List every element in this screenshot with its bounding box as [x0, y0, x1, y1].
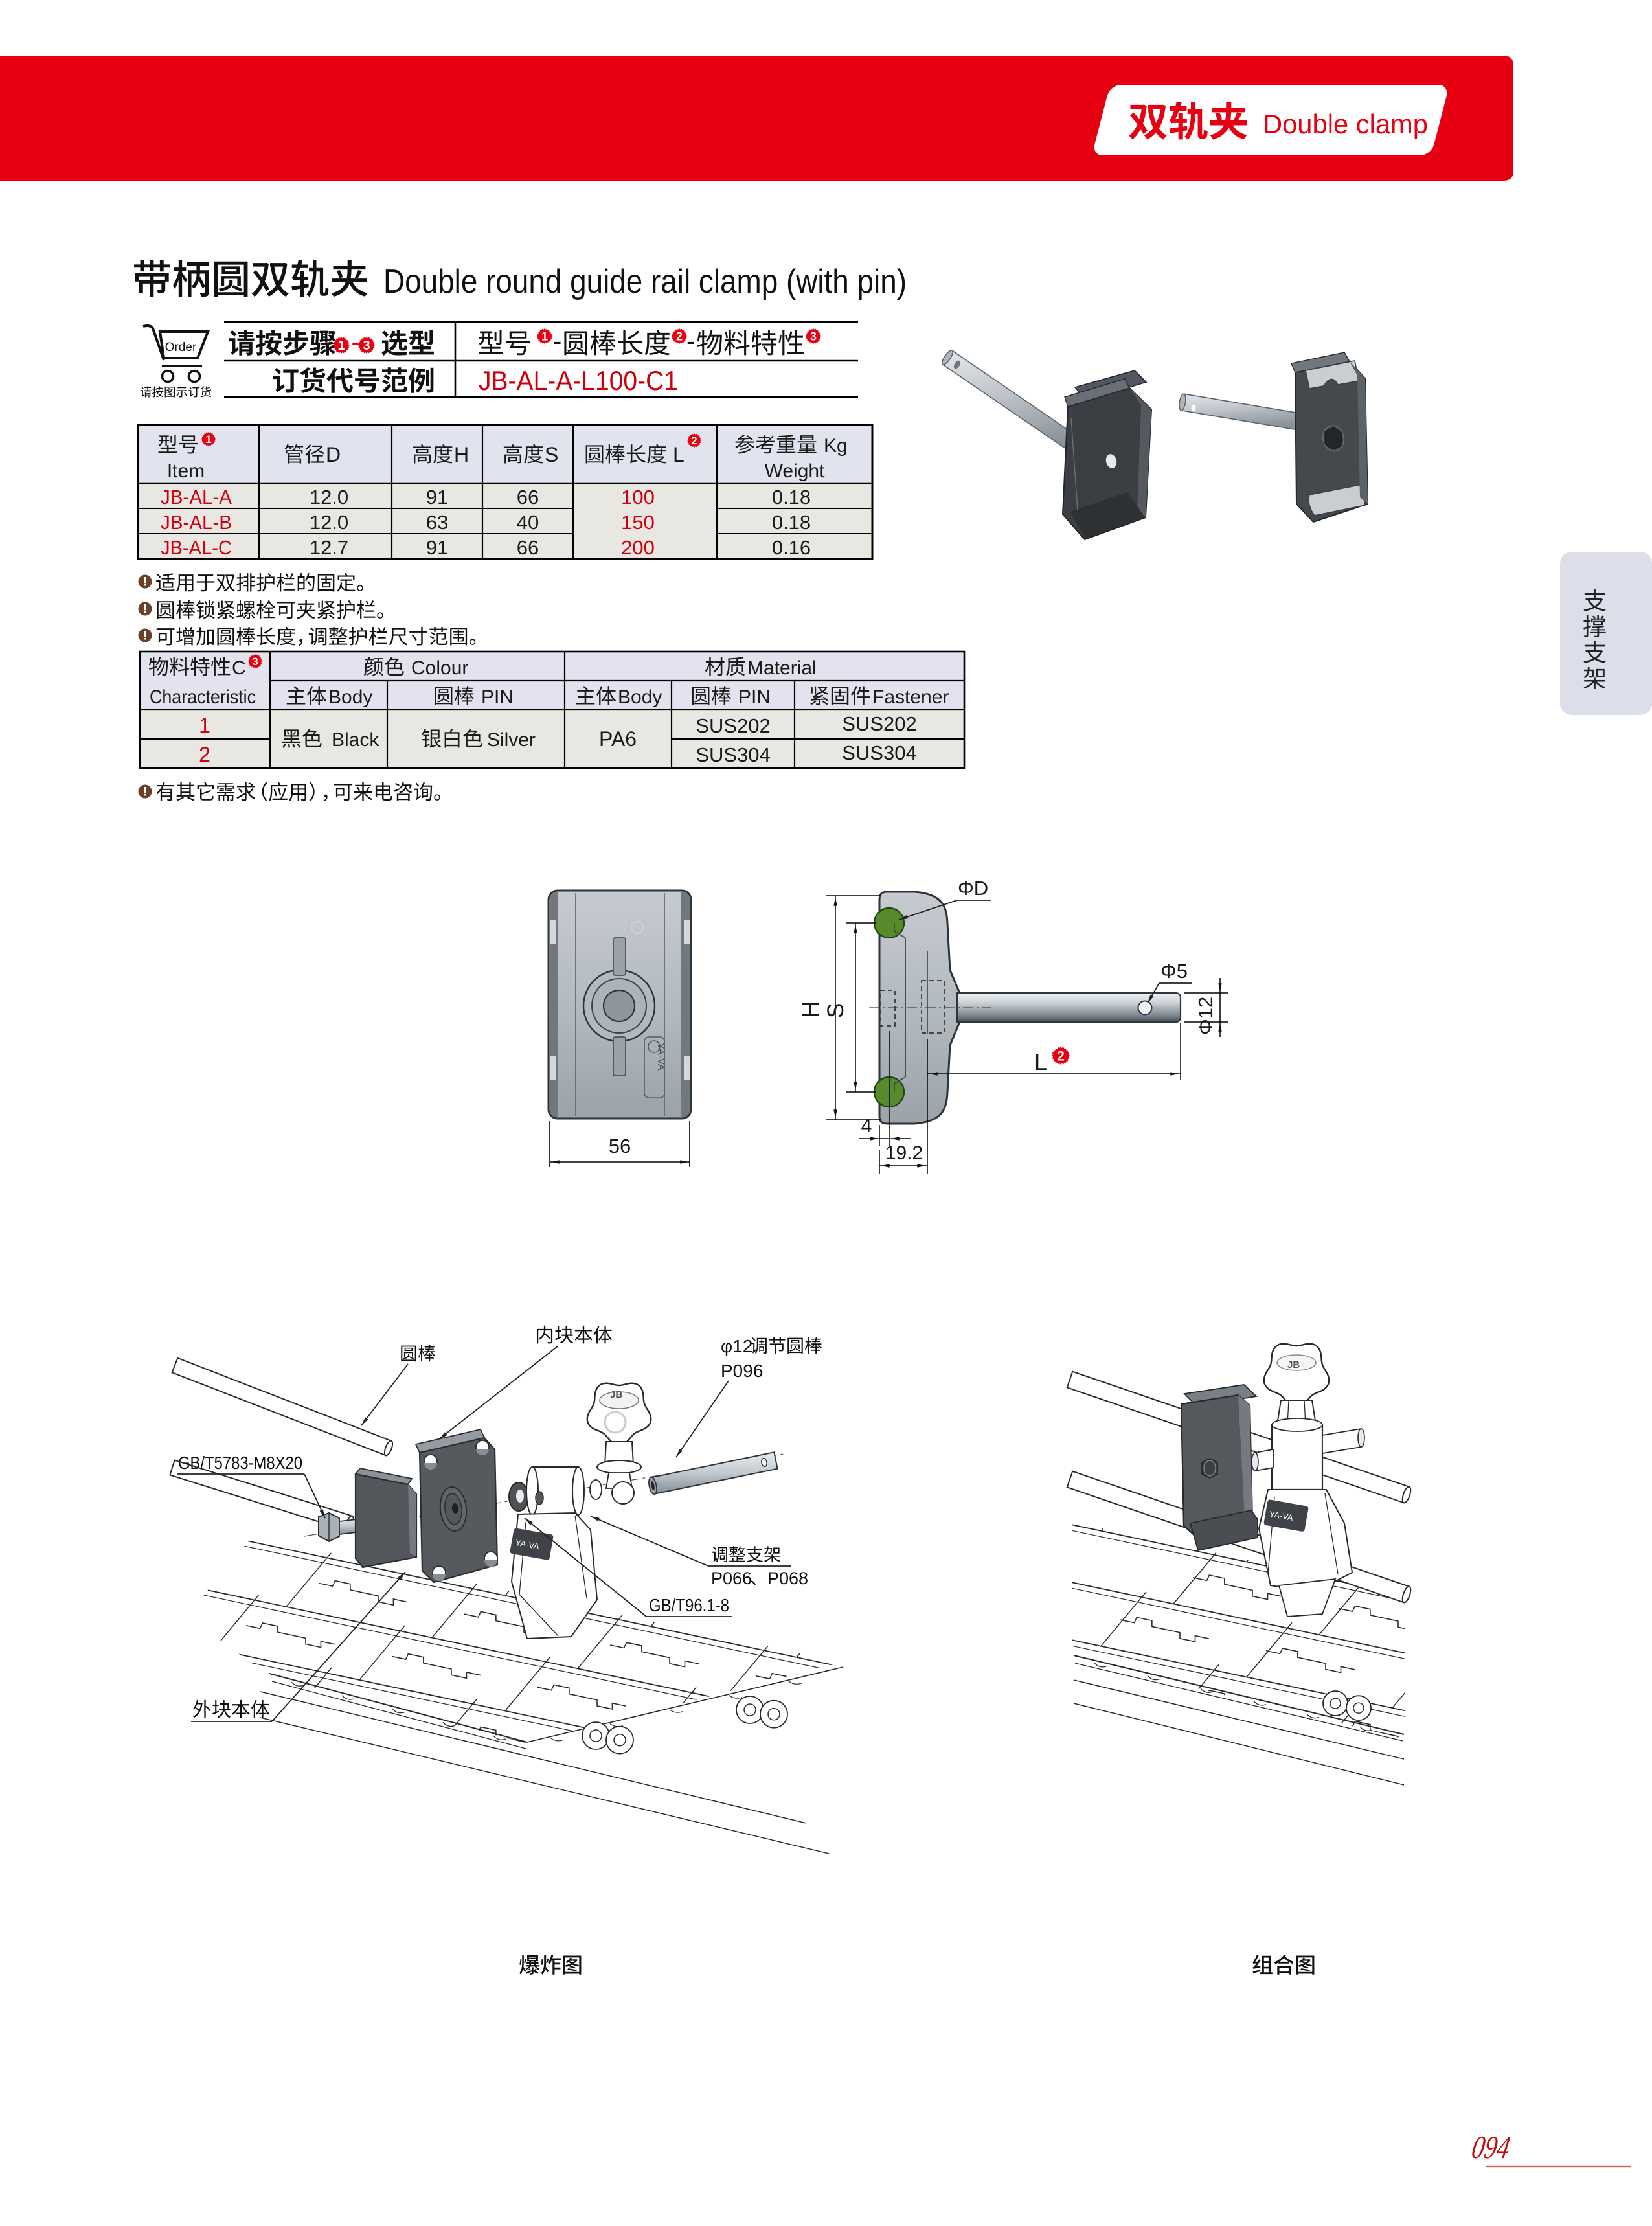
svg-text:GB/T5783-M8X20: GB/T5783-M8X20 [178, 1453, 302, 1473]
svg-text:P068: P068 [767, 1569, 808, 1588]
svg-text:ΦD: ΦD [958, 877, 988, 900]
svg-text:3: 3 [810, 330, 817, 343]
svg-text:JB-AL-C: JB-AL-C [161, 536, 232, 559]
svg-text:SUS202: SUS202 [842, 712, 916, 735]
svg-text:JB: JB [610, 1389, 622, 1400]
svg-text:0.16: 0.16 [772, 536, 811, 559]
svg-text:12.0: 12.0 [310, 486, 348, 508]
svg-text:Black: Black [332, 729, 379, 751]
svg-text:Material: Material [747, 657, 817, 679]
svg-text:3: 3 [363, 339, 370, 353]
svg-text:1: 1 [541, 330, 548, 343]
svg-text:GB/T96.1-8: GB/T96.1-8 [649, 1595, 729, 1615]
svg-text:PA6: PA6 [599, 727, 637, 751]
svg-text:Order: Order [165, 341, 197, 354]
svg-text:Body: Body [328, 687, 372, 708]
svg-text:P066: P066 [711, 1569, 752, 1588]
svg-text:19.2: 19.2 [885, 1142, 923, 1164]
svg-text:1: 1 [337, 339, 345, 353]
svg-text:150: 150 [621, 511, 655, 534]
svg-text:0.18: 0.18 [772, 486, 811, 508]
svg-text:JB-AL-B: JB-AL-B [161, 511, 232, 534]
svg-text:S: S [545, 443, 558, 466]
svg-text:H: H [454, 443, 469, 466]
svg-text:!: ! [143, 603, 147, 617]
svg-text:200: 200 [621, 536, 655, 559]
svg-text:YA-VA: YA-VA [515, 1538, 540, 1551]
svg-text:SUS304: SUS304 [842, 742, 916, 764]
svg-text:PIN: PIN [738, 687, 771, 708]
svg-text:2: 2 [1057, 1049, 1065, 1064]
svg-text:40: 40 [517, 511, 539, 534]
svg-text:Silver: Silver [487, 729, 536, 751]
svg-text:Kg: Kg [824, 435, 848, 457]
svg-text:PIN: PIN [481, 687, 514, 708]
svg-text:91: 91 [426, 486, 448, 508]
svg-text:Φ12: Φ12 [1194, 997, 1217, 1035]
svg-text:0.18: 0.18 [772, 511, 811, 534]
svg-text:D: D [326, 443, 341, 466]
svg-text:63: 63 [426, 511, 448, 534]
svg-text:SUS304: SUS304 [696, 744, 770, 766]
svg-text:66: 66 [517, 486, 539, 508]
svg-text:2: 2 [676, 330, 683, 343]
svg-text:YA-VA: YA-VA [1269, 1509, 1294, 1523]
svg-text:YA-VA: YA-VA [655, 1043, 666, 1071]
svg-text:Double clamp: Double clamp [1263, 109, 1428, 139]
svg-text:Φ5: Φ5 [1160, 960, 1188, 982]
svg-text:1: 1 [205, 433, 211, 446]
svg-text:P096: P096 [721, 1361, 763, 1381]
svg-text:2: 2 [691, 435, 697, 447]
svg-text:φ12: φ12 [721, 1336, 752, 1356]
svg-text:Characteristic: Characteristic [150, 687, 256, 708]
svg-text:-: - [686, 327, 695, 356]
svg-text:56: 56 [609, 1135, 631, 1157]
svg-text:SUS202: SUS202 [696, 714, 770, 737]
svg-text:!: ! [143, 786, 147, 799]
svg-text:2: 2 [199, 743, 210, 766]
svg-text:!: ! [143, 630, 147, 643]
svg-text:1: 1 [199, 714, 210, 737]
svg-text:Fastener: Fastener [872, 687, 949, 708]
svg-text:66: 66 [517, 536, 539, 559]
svg-text:-: - [553, 327, 561, 356]
svg-text:Item: Item [167, 460, 205, 482]
svg-text:Double round guide rail clamp: Double round guide rail clamp (with pin) [383, 263, 907, 301]
svg-text:094: 094 [1469, 2129, 1513, 2165]
svg-text:91: 91 [426, 536, 448, 559]
svg-text:3: 3 [252, 655, 258, 668]
svg-text:Colour: Colour [411, 657, 468, 679]
svg-text:L: L [1034, 1049, 1047, 1075]
svg-text:L: L [673, 443, 685, 466]
svg-text:JB-AL-A: JB-AL-A [161, 486, 232, 508]
svg-text:Body: Body [618, 687, 662, 708]
svg-text:4: 4 [861, 1115, 872, 1137]
svg-text:Weight: Weight [765, 460, 825, 482]
svg-text:12.7: 12.7 [310, 536, 348, 559]
svg-text:!: ! [143, 576, 147, 589]
svg-text:C: C [232, 657, 246, 679]
svg-text:S: S [823, 1003, 848, 1018]
svg-text:JB-AL-A-L100-C1: JB-AL-A-L100-C1 [479, 365, 678, 396]
svg-text:12.0: 12.0 [310, 511, 348, 534]
svg-text:H: H [797, 1001, 824, 1018]
svg-text:100: 100 [621, 486, 655, 508]
svg-text:JB: JB [1287, 1359, 1300, 1370]
